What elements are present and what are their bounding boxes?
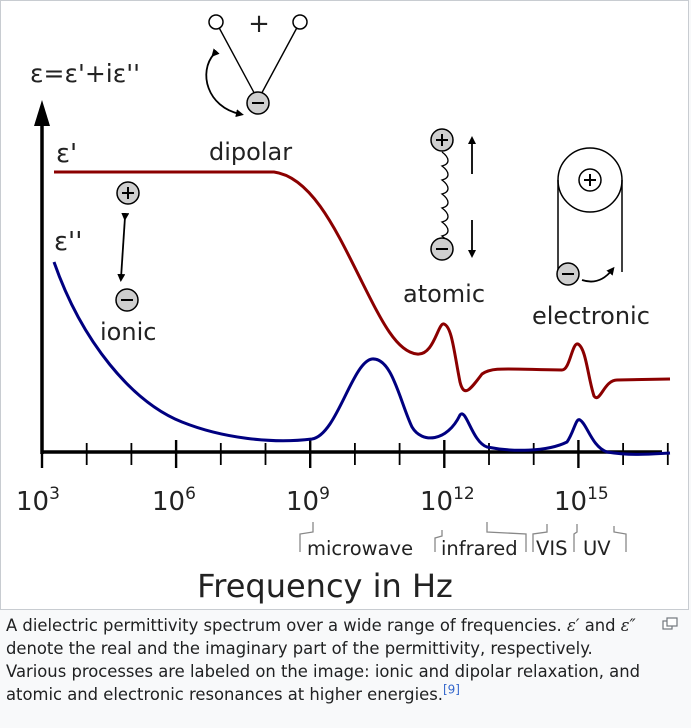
atomic-label: atomic [403, 280, 485, 308]
ionic-process: ionic [100, 181, 156, 346]
permittivity-diagram[interactable]: ε=ε'+iε'' ε' ε'' + dipolar ionic atomic [2, 2, 689, 610]
band-labels: microwave infrared VIS UV [307, 537, 611, 560]
plus-sign: + [248, 9, 270, 39]
real-part-label: ε' [56, 139, 77, 169]
imaginary-part-label: ε'' [54, 227, 82, 257]
band-brackets [299, 522, 627, 552]
orbit-arrow-icon [581, 266, 615, 283]
ionic-label: ionic [100, 318, 156, 346]
reference-link[interactable]: [9] [442, 682, 460, 697]
vibration-arrow-icon [117, 212, 130, 282]
figure-caption: A dielectric permittivity spectrum over … [6, 614, 646, 706]
caption-text-2: and [579, 616, 621, 635]
band-vis: VIS [536, 537, 567, 560]
formula-label: ε=ε'+iε'' [30, 59, 140, 88]
tick-label-1e3: 103 [16, 484, 60, 517]
figure-thumbnail: ε=ε'+iε'' ε' ε'' + dipolar ionic atomic [0, 0, 689, 610]
rotation-arrow-icon [205, 48, 244, 118]
caption-text-3: denote the real and the imaginary part o… [6, 639, 641, 704]
tick-label-1e15: 1015 [554, 484, 609, 517]
atomic-process: atomic [403, 128, 485, 308]
epsilon-real-symbol: ε′ [566, 616, 580, 635]
x-tick-labels: 103 106 109 1012 1015 [16, 484, 609, 517]
atom-left-icon [208, 14, 224, 30]
band-microwave: microwave [307, 537, 413, 560]
enlarge-icon[interactable] [662, 617, 678, 631]
band-uv: UV [583, 537, 611, 560]
x-axis-title: Frequency in Hz [197, 567, 453, 605]
y-axis-arrow-icon [34, 100, 50, 126]
x-axis-ticks [40, 440, 669, 468]
atom-right-icon [292, 14, 308, 30]
epsilon-imaginary-symbol: ε″ [620, 616, 636, 635]
tick-label-1e12: 1012 [420, 484, 475, 517]
imaginary-permittivity-curve [52, 261, 671, 456]
band-infrared: infrared [441, 537, 518, 560]
spring-icon [440, 151, 449, 251]
electronic-label: electronic [532, 302, 650, 330]
tick-label-1e9: 109 [286, 484, 330, 517]
tick-label-1e6: 106 [152, 484, 196, 517]
real-permittivity-curve [54, 170, 671, 400]
caption-text-1: A dielectric permittivity spectrum over … [6, 616, 567, 635]
dipolar-label: dipolar [209, 138, 292, 166]
electronic-process: electronic [532, 147, 650, 330]
dipolar-process: + dipolar [205, 9, 308, 166]
